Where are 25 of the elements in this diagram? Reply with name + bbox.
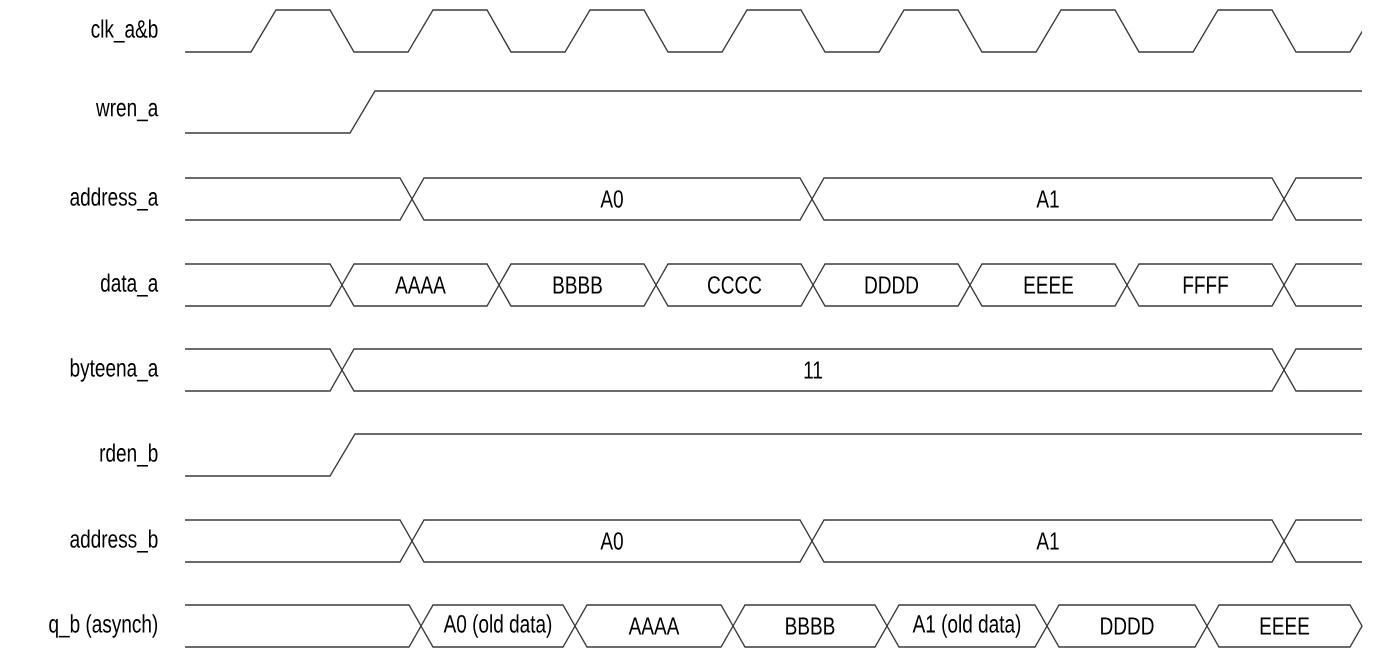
bus-value: BBBB <box>498 263 657 307</box>
bus-value: A1 (old data) <box>886 604 1048 648</box>
signal-name: byteena_a <box>70 358 159 382</box>
signal-name: clk_a&b <box>91 19 158 43</box>
bus-value: AAAA <box>341 263 500 307</box>
bus-value: DDDD <box>812 263 971 307</box>
bus-value: EEEE <box>969 263 1128 307</box>
bus-value: A0 (old data) <box>420 604 576 648</box>
bus-value: A1 <box>811 177 1285 221</box>
signal-name: wren_a <box>95 102 159 122</box>
signal-name: address_b <box>70 529 158 553</box>
signal-name: address_a <box>70 187 159 211</box>
bus-value: DDDD <box>1046 604 1208 648</box>
signal-name: rden_b <box>100 443 158 467</box>
bus-value: AAAA <box>574 604 734 648</box>
bus-value: 11 <box>341 348 1285 392</box>
signal-name: data_a <box>101 273 159 297</box>
signal-name: q_b (asynch) <box>49 614 158 638</box>
bus-value: A1 <box>811 519 1285 563</box>
bus-value: CCCC <box>655 263 814 307</box>
bus-value: A0 <box>411 177 813 221</box>
bus-value: FFFF <box>1126 263 1285 307</box>
bus-value: EEEE <box>1206 604 1363 648</box>
bus-value: A0 <box>411 519 813 563</box>
bus-value: BBBB <box>732 604 888 648</box>
